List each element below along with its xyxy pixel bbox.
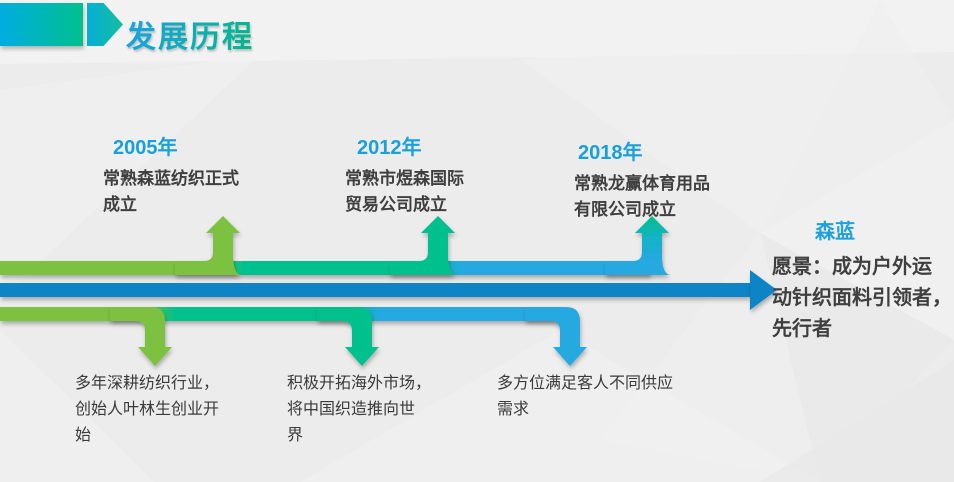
milestone-desc-line: 常熟龙赢体育用品 bbox=[574, 174, 710, 193]
milestone-desc-line: 常熟市煜森国际 bbox=[345, 169, 464, 188]
header-accent-bar bbox=[0, 3, 83, 46]
down-arrow-2-icon bbox=[317, 307, 379, 366]
milestone-year: 2018年 bbox=[578, 142, 643, 164]
note-3: 多方位满足客人不同供应 需求 bbox=[497, 371, 673, 423]
milestone-desc-line: 贸易公司成立 bbox=[345, 195, 447, 214]
milestone-year: 2005年 bbox=[113, 137, 178, 159]
timeline-band-bottom bbox=[0, 307, 560, 321]
note-line: 创始人叶林生创业开 bbox=[75, 401, 220, 418]
background-facet bbox=[760, 233, 954, 482]
background-facet bbox=[760, 120, 954, 340]
timeline-band-top bbox=[0, 261, 650, 275]
note-line: 积极开拓海外市场， bbox=[287, 375, 432, 392]
milestone-year: 2012年 bbox=[357, 137, 422, 159]
note-line: 界 bbox=[287, 427, 304, 444]
milestone-desc-line: 有限公司成立 bbox=[574, 200, 676, 219]
up-arrow-2005-icon bbox=[175, 216, 242, 275]
up-arrow-2018-icon bbox=[605, 216, 671, 275]
brand-name: 森蓝 bbox=[815, 221, 855, 243]
background-facet bbox=[760, 0, 954, 233]
note-line: 需求 bbox=[497, 401, 530, 418]
down-arrow-3-icon bbox=[525, 307, 587, 366]
note-line: 多年深耕纺织行业， bbox=[75, 375, 220, 392]
note-2: 积极开拓海外市场， 将中国织造推向世 界 bbox=[287, 371, 431, 449]
vision-line: 愿景：成为户外运 bbox=[772, 256, 932, 278]
background-facet bbox=[0, 55, 260, 300]
note-1: 多年深耕纺织行业， 创始人叶林生创业开 始 bbox=[75, 371, 219, 449]
background-facet bbox=[760, 360, 954, 482]
page-title: 发展历程 bbox=[126, 12, 254, 56]
right-arrow-icon bbox=[750, 270, 777, 310]
vision-statement: 愿景：成为户外运 动针织面料引领者， 先行者 bbox=[772, 252, 952, 345]
main-timeline-band bbox=[0, 283, 750, 297]
milestone-2018: 2018年 常熟龙赢体育用品 有限公司成立 bbox=[574, 136, 710, 223]
note-line: 将中国织造推向世 bbox=[287, 401, 416, 418]
background-facet bbox=[0, 330, 155, 482]
milestone-desc-line: 常熟森蓝纺织正式 bbox=[103, 169, 239, 188]
down-arrow-1-icon bbox=[110, 307, 172, 366]
note-line: 多方位满足客人不同供应 bbox=[497, 375, 674, 392]
background-facet bbox=[300, 330, 820, 482]
up-arrow-2012-icon bbox=[390, 216, 457, 275]
vision-line: 先行者 bbox=[772, 318, 832, 340]
milestone-2005: 2005年 常熟森蓝纺织正式 成立 bbox=[103, 131, 239, 218]
vision-line: 动针织面料引领者， bbox=[772, 287, 952, 309]
milestone-2012: 2012年 常熟市煜森国际 贸易公司成立 bbox=[345, 131, 464, 218]
milestone-desc-line: 成立 bbox=[103, 195, 137, 214]
note-line: 始 bbox=[75, 427, 92, 444]
